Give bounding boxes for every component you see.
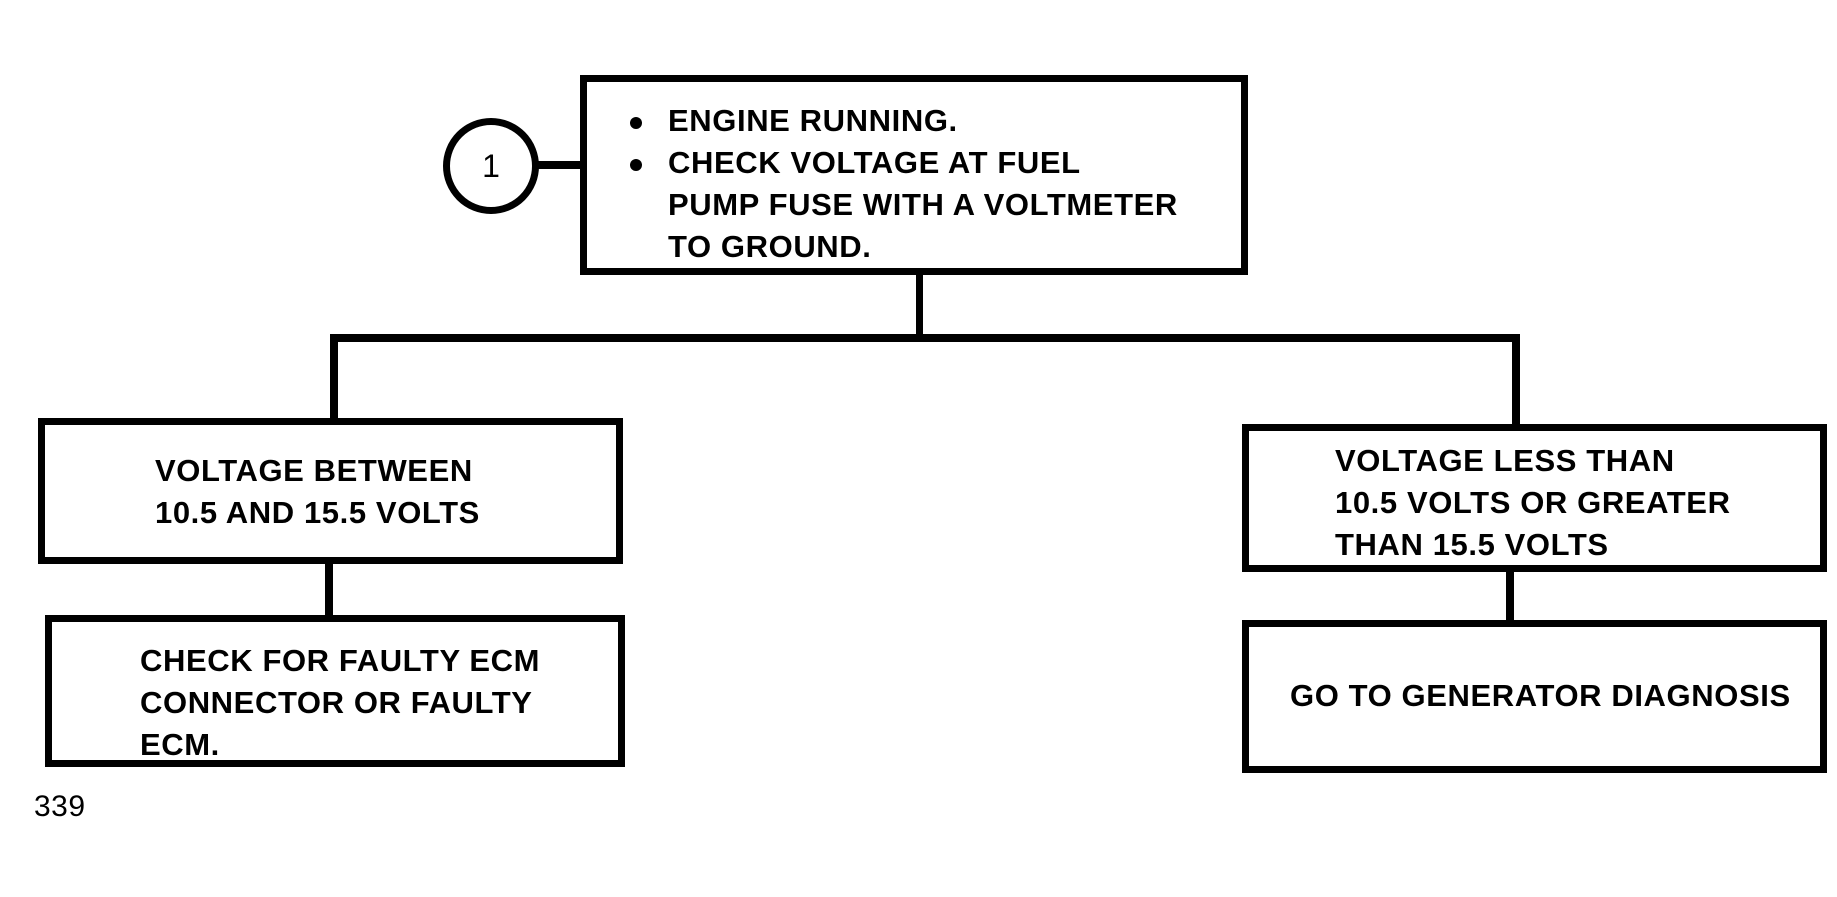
step-number-label: 1 — [482, 148, 500, 184]
connector-right-result-to-action — [1506, 566, 1514, 622]
connector-step-to-test-box — [537, 161, 583, 169]
page-number: 339 — [34, 790, 86, 823]
result-voltage-out-of-range-box — [1242, 424, 1827, 572]
connector-test-box-stem — [916, 272, 923, 341]
connector-branch-left-drop — [330, 334, 338, 422]
test-step-box — [580, 75, 1248, 275]
action-check-ecm-box — [45, 615, 625, 767]
result-voltage-in-range-label: VOLTAGE BETWEEN 10.5 AND 15.5 VOLTS — [155, 453, 480, 530]
action-generator-diagnosis-box — [1242, 620, 1827, 773]
step-number-circle: 1 — [443, 118, 539, 214]
result-voltage-out-of-range-label: VOLTAGE LESS THAN 10.5 VOLTS OR GREATER … — [1335, 443, 1731, 562]
test-step-bullet-list: ENGINE RUNNING. CHECK VOLTAGE AT FUEL PU… — [624, 100, 1224, 268]
result-voltage-in-range-box — [38, 418, 623, 564]
connector-branch-right-drop — [1512, 334, 1520, 430]
action-generator-diagnosis-label: GO TO GENERATOR DIAGNOSIS — [1290, 678, 1791, 713]
action-check-ecm-label: CHECK FOR FAULTY ECM CONNECTOR OR FAULTY… — [140, 643, 541, 762]
connector-branch-bus — [330, 334, 1520, 342]
test-step-bullet-1: ENGINE RUNNING. — [624, 100, 1224, 142]
connector-left-result-to-action — [325, 560, 333, 618]
test-step-bullet-2: CHECK VOLTAGE AT FUEL PUMP FUSE WITH A V… — [624, 142, 1224, 268]
